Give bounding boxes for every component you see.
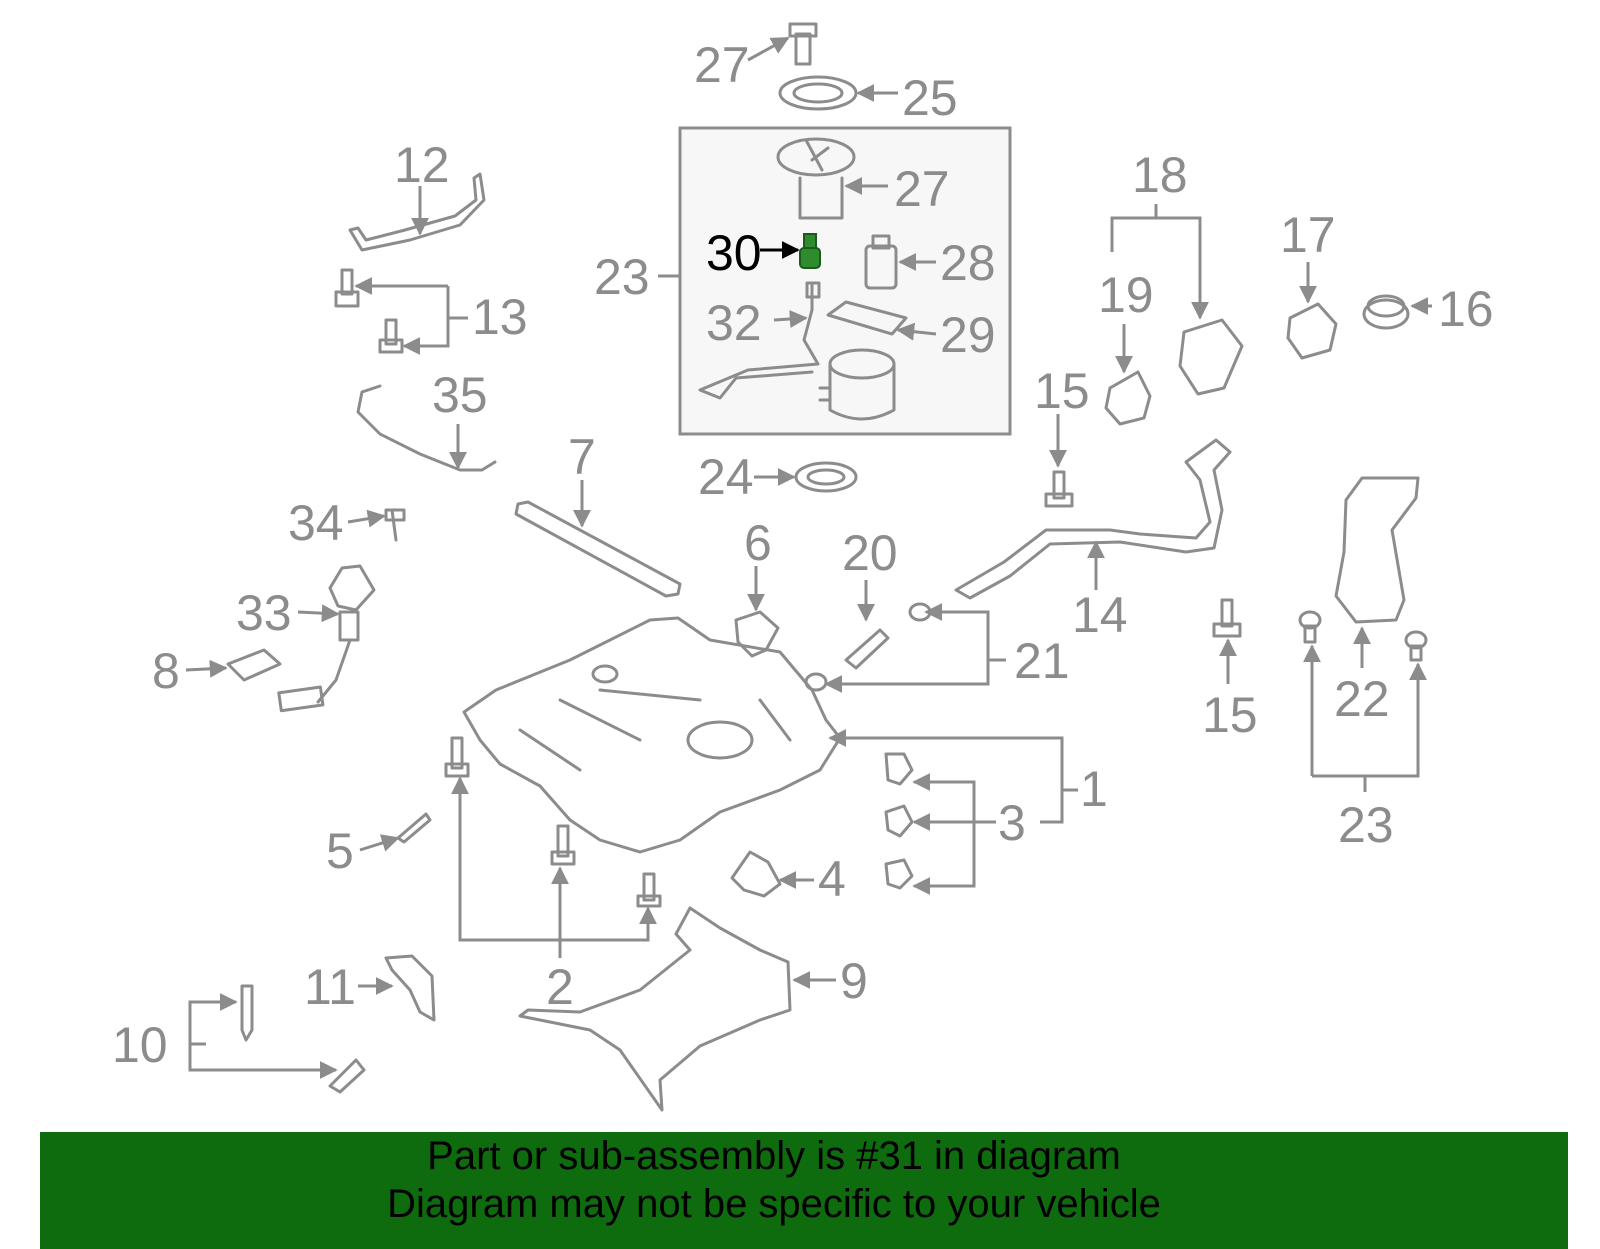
callout-3: 3 (998, 795, 1026, 851)
callout-23: 23 (1338, 797, 1394, 853)
callout-2: 2 (546, 959, 574, 1015)
callout-20: 20 (842, 525, 898, 581)
callout-9: 9 (840, 953, 868, 1009)
callout-34: 34 (288, 495, 344, 551)
callout-28: 27 (894, 161, 950, 217)
callout-6: 6 (744, 515, 772, 571)
part-21-clamps (804, 602, 932, 692)
callout-31: 30 (706, 225, 762, 281)
callout-15-upper: 15 (1034, 363, 1090, 419)
part-27-bolt (788, 22, 818, 66)
callout-21: 21 (1014, 633, 1070, 689)
part-22-shield (1334, 476, 1420, 624)
caption-line-2: Diagram may not be specific to your vehi… (387, 1182, 1161, 1226)
callout-1: 1 (1080, 761, 1108, 817)
part-34-clip (384, 508, 406, 542)
callout-19: 19 (1098, 267, 1154, 323)
part-3-clips (884, 752, 914, 890)
part-12-bracket (348, 172, 486, 252)
callout-25: 24 (698, 449, 754, 505)
callout-16: 16 (1438, 281, 1494, 337)
part-18-door (1178, 318, 1244, 396)
part-31-highlighted (799, 233, 821, 269)
part-1-fuel-tank (462, 616, 842, 854)
part-drawings (226, 22, 1428, 1112)
callout-29: 28 (940, 235, 996, 291)
callout-7: 7 (568, 429, 596, 485)
part-19-seal (1104, 370, 1152, 426)
part-13-bolts (334, 268, 404, 354)
part-32-sender (698, 283, 820, 400)
callout-labels: 27 25 27 30 28 23 32 29 24 12 13 35 34 3… (112, 37, 1494, 1073)
part-15-bolts (1044, 470, 1242, 638)
leader-lines (185, 36, 1432, 1079)
callout-32: 32 (706, 295, 762, 351)
part-26-gasket (778, 75, 858, 111)
part-11-bracket (384, 954, 436, 1022)
callout-4: 4 (818, 851, 846, 907)
part-10-clips (240, 984, 366, 1094)
part-23-bolts (1298, 610, 1428, 662)
callout-18: 18 (1132, 147, 1188, 203)
callout-22: 22 (1334, 671, 1390, 727)
callout-33: 33 (236, 585, 292, 641)
part-30-bracket (826, 300, 908, 336)
callout-10: 10 (112, 1017, 168, 1073)
part-35-harness (356, 384, 497, 472)
callout-15-lower: 15 (1202, 687, 1258, 743)
part-9-shield (518, 906, 792, 1112)
callout-13: 13 (472, 289, 528, 345)
part-2-bolts (444, 736, 662, 908)
part-17-cap (1286, 302, 1338, 360)
part-29-filter (864, 234, 898, 290)
callout-12: 12 (394, 137, 450, 193)
callout-8: 8 (152, 643, 180, 699)
callout-5: 5 (326, 823, 354, 879)
part-5-clip (396, 812, 432, 844)
callout-14: 14 (1072, 587, 1128, 643)
callout-27: 27 (694, 37, 750, 93)
part-7-strip (514, 500, 682, 598)
part-8-pad (226, 648, 282, 682)
part-14-filler-pipe (954, 438, 1232, 600)
part-28-pump-flange (776, 137, 856, 220)
callout-17: 17 (1280, 207, 1336, 263)
part-25-ring (794, 461, 858, 493)
callout-30: 29 (940, 307, 996, 363)
part-33-sender (277, 564, 376, 713)
callout-26: 25 (902, 70, 958, 126)
callout-24: 23 (594, 249, 650, 305)
callout-35: 35 (432, 367, 488, 423)
caption-banner: Part or sub-assembly is #31 in diagram D… (40, 1132, 1568, 1249)
part-24-reservoir (818, 348, 896, 421)
part-20-hose (844, 628, 890, 670)
caption-line-1: Part or sub-assembly is #31 in diagram (427, 1134, 1121, 1178)
callout-11: 11 (304, 959, 356, 1015)
part-4-bracket (730, 850, 782, 898)
part-16-cap (1362, 294, 1410, 330)
